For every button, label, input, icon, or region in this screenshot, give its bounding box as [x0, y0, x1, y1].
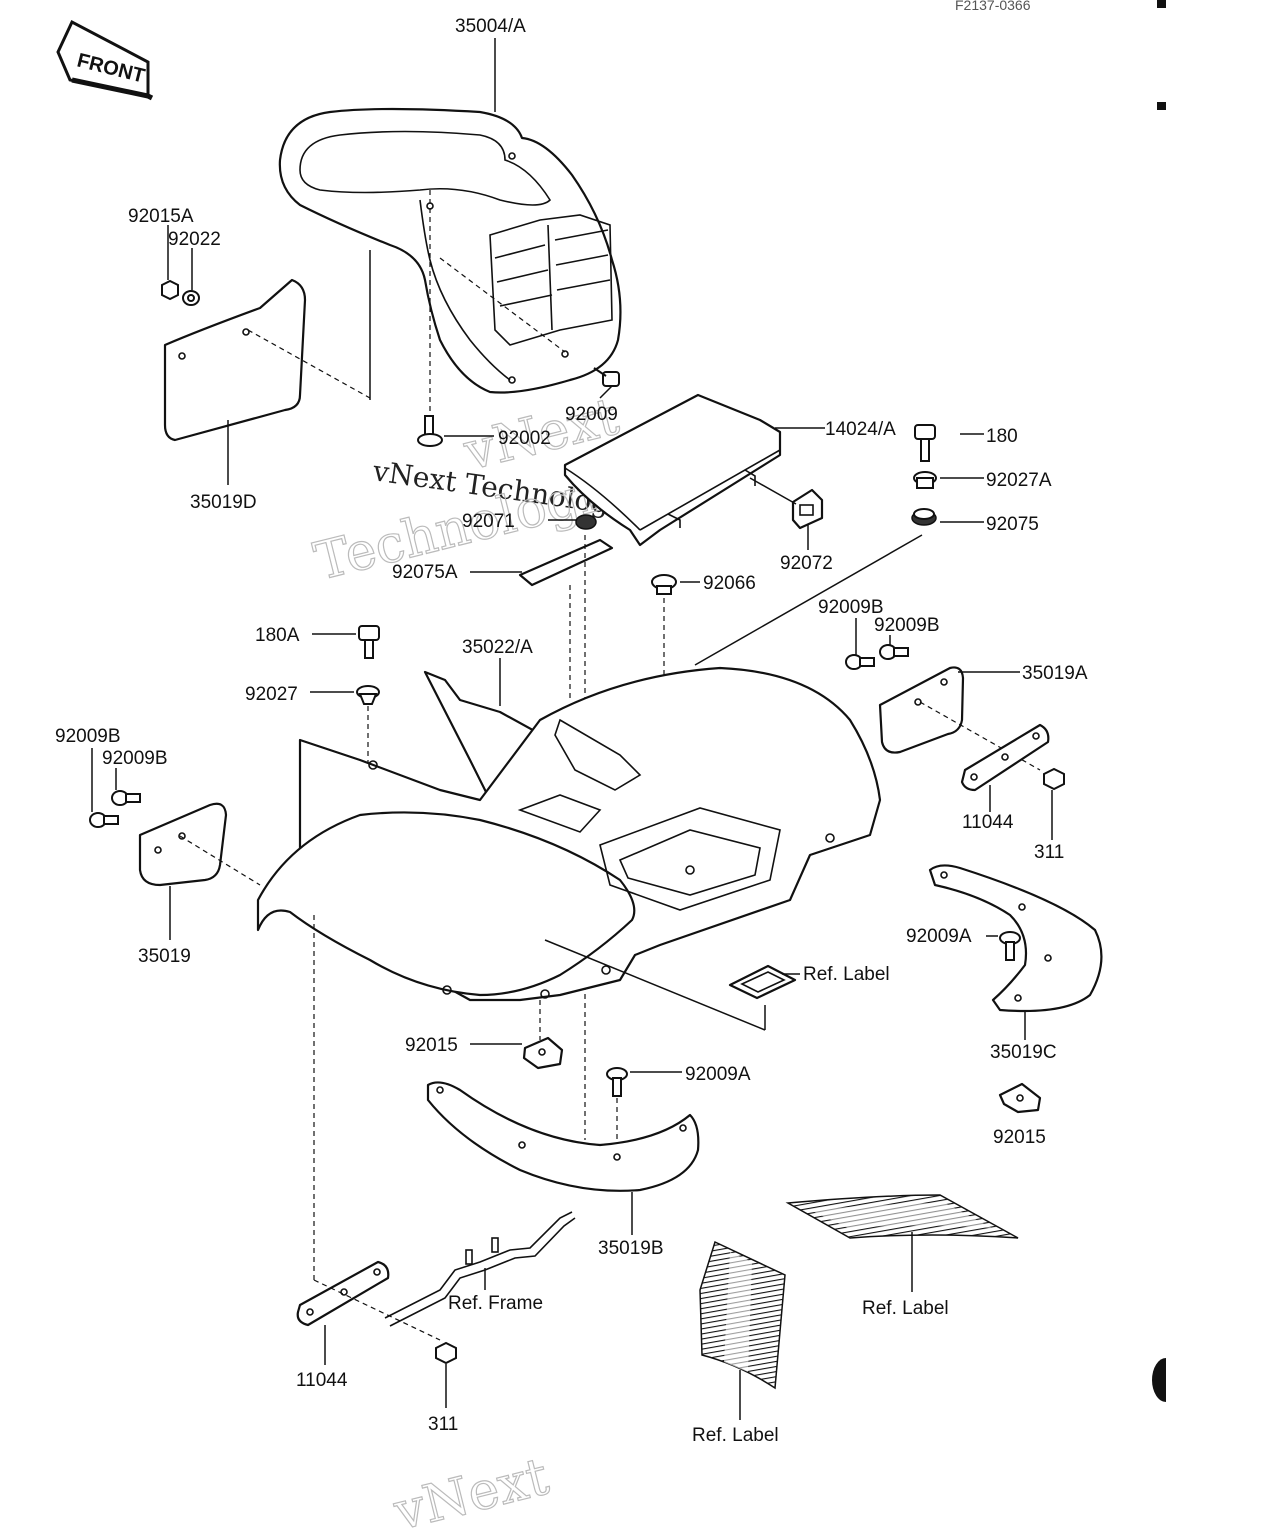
side-panel-35019C [928, 864, 1103, 1013]
side-panel-35019B [426, 1081, 700, 1192]
callout-11044-right: 11044 [962, 812, 1014, 833]
edge-mark-mid [1157, 102, 1166, 110]
callout-311-left: 311 [428, 1414, 458, 1435]
callout-92009B-2: 92009B [874, 615, 940, 636]
callout-92071: 92071 [462, 511, 515, 532]
drawing-code: F2137-0366 [955, 0, 1031, 13]
bolt-92009B-right-2 [879, 644, 909, 660]
callout-35004A: 35004/A [455, 16, 526, 37]
callout-ref-label-1: Ref. Label [803, 964, 890, 985]
callout-92027A: 92027A [986, 470, 1052, 491]
bolt-92009B-right-1 [845, 654, 875, 670]
watermark-line4: vNext [388, 1447, 555, 1536]
tool-box-lid-14024A [563, 393, 782, 547]
clip-92015-left [522, 1036, 564, 1070]
ref-frame [384, 1211, 576, 1327]
ref-label-large-vertical [699, 1240, 786, 1390]
callout-35019B: 35019B [598, 1238, 664, 1259]
callout-ref-frame: Ref. Frame [448, 1293, 543, 1314]
callout-180A: 180A [255, 625, 300, 646]
callout-92009: 92009 [565, 404, 618, 425]
ref-label-large-right [785, 1194, 1019, 1239]
bracket-11044-right [960, 723, 1050, 792]
clip-92072 [791, 488, 824, 530]
front-fender-35004A [278, 107, 622, 394]
callout-92072: 92072 [780, 553, 833, 574]
callout-180: 180 [986, 426, 1018, 447]
callout-92009A-center: 92009A [685, 1064, 751, 1085]
reflector-35019A [878, 666, 965, 754]
callout-14024A: 14024/A [825, 419, 896, 440]
bolt-92009B-left-1 [89, 812, 119, 828]
screw-92009A-right [999, 931, 1021, 961]
clip-92015-right [998, 1082, 1042, 1114]
callout-92022: 92022 [168, 229, 221, 250]
ref-label-small [728, 964, 797, 1000]
pad-92075A [518, 538, 614, 587]
washer-92022 [182, 290, 200, 306]
callout-92009B-4: 92009B [102, 748, 168, 769]
rear-fender-35022 [256, 666, 882, 1002]
callout-11044-left: 11044 [296, 1370, 348, 1391]
callout-35019: 35019 [138, 946, 191, 967]
screw-92009A-center [606, 1067, 628, 1097]
bolt-92009 [593, 367, 620, 387]
plate-35019D [163, 278, 307, 442]
nut-311-left [435, 1341, 457, 1365]
plug-92066 [651, 574, 677, 595]
callout-92015-right: 92015 [993, 1127, 1046, 1148]
nut-311-right [1043, 767, 1065, 791]
grommet-92075 [911, 508, 937, 526]
callout-92015-left: 92015 [405, 1035, 458, 1056]
reflector-35019 [138, 802, 228, 887]
callout-92075A: 92075A [392, 562, 458, 583]
nut-92015A [161, 279, 179, 301]
callout-92009B-1: 92009B [818, 597, 884, 618]
callout-ref-label-2: Ref. Label [862, 1298, 949, 1319]
callout-92002: 92002 [498, 428, 551, 449]
bolt-180A [358, 625, 380, 659]
grommet-92071 [575, 514, 597, 530]
callout-92015A: 92015A [128, 206, 194, 227]
callout-35019C: 35019C [990, 1042, 1057, 1063]
callout-35019A: 35019A [1022, 663, 1088, 684]
front-arrow-tag: FRONT [56, 19, 154, 101]
callout-92009A-right: 92009A [906, 926, 972, 947]
edge-mark-top [1157, 0, 1166, 8]
bolt-92009B-left-2 [111, 790, 141, 806]
callout-35022A: 35022/A [462, 637, 533, 658]
callout-92066: 92066 [703, 573, 756, 594]
bolt-92002 [417, 415, 443, 447]
callout-35019D: 35019D [190, 492, 257, 513]
callout-92009B-3: 92009B [55, 726, 121, 747]
washer-92027A [913, 471, 937, 489]
callout-92027: 92027 [245, 684, 298, 705]
callout-ref-label-3: Ref. Label [692, 1425, 779, 1446]
bolt-180 [914, 424, 936, 462]
edge-mark-bottom [1152, 1358, 1166, 1402]
callout-92075: 92075 [986, 514, 1039, 535]
callout-311-right: 311 [1034, 842, 1064, 863]
washer-92027 [356, 685, 380, 705]
fender-vent-grille [489, 214, 613, 346]
